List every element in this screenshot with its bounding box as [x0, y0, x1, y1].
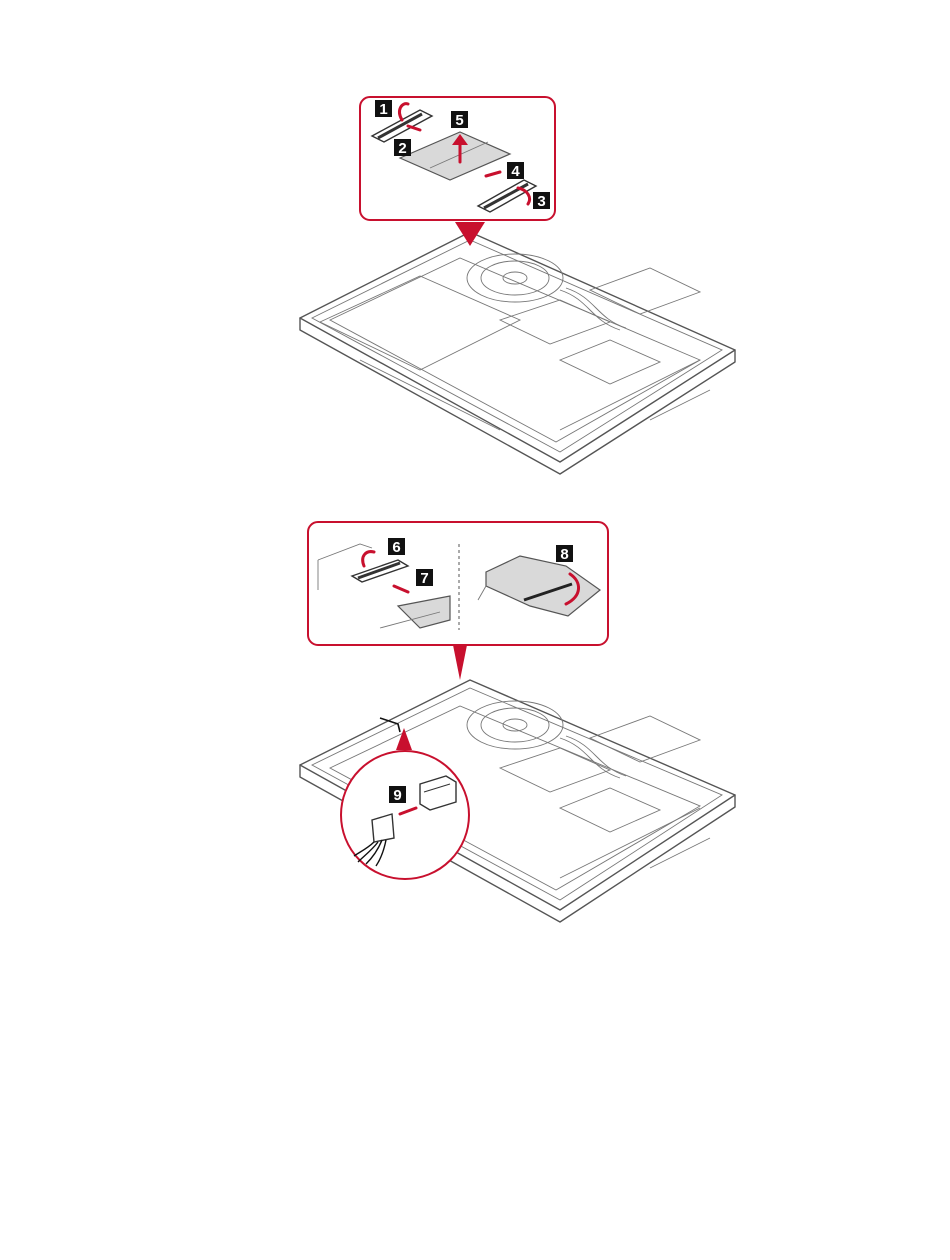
- laptop-base-chassis-1: [300, 232, 735, 474]
- svg-text:4: 4: [511, 163, 520, 180]
- callout-pointer-2: [453, 645, 467, 680]
- svg-text:2: 2: [398, 140, 406, 157]
- svg-text:1: 1: [379, 101, 387, 118]
- svg-text:6: 6: [392, 539, 400, 556]
- svg-text:3: 3: [537, 193, 545, 210]
- step-badge-5: 5: [451, 111, 468, 129]
- step-badge-8: 8: [556, 545, 573, 563]
- step-badge-1: 1: [375, 100, 392, 118]
- step-badge-7: 7: [416, 569, 433, 587]
- step-badge-2: 2: [394, 139, 411, 157]
- figure-1: 1 5 2 4 3: [300, 97, 735, 474]
- callout-pointer-1: [455, 222, 485, 246]
- svg-text:7: 7: [420, 570, 428, 587]
- callout-pointer-3: [396, 728, 412, 750]
- step-badge-6: 6: [388, 538, 405, 556]
- svg-text:9: 9: [393, 787, 401, 804]
- figure-2: 6 7 8 9: [300, 522, 735, 922]
- svg-text:8: 8: [560, 546, 568, 563]
- step-badge-4: 4: [507, 162, 524, 180]
- step-badge-3: 3: [533, 192, 550, 210]
- svg-text:5: 5: [455, 112, 463, 129]
- step-badge-9: 9: [389, 786, 406, 804]
